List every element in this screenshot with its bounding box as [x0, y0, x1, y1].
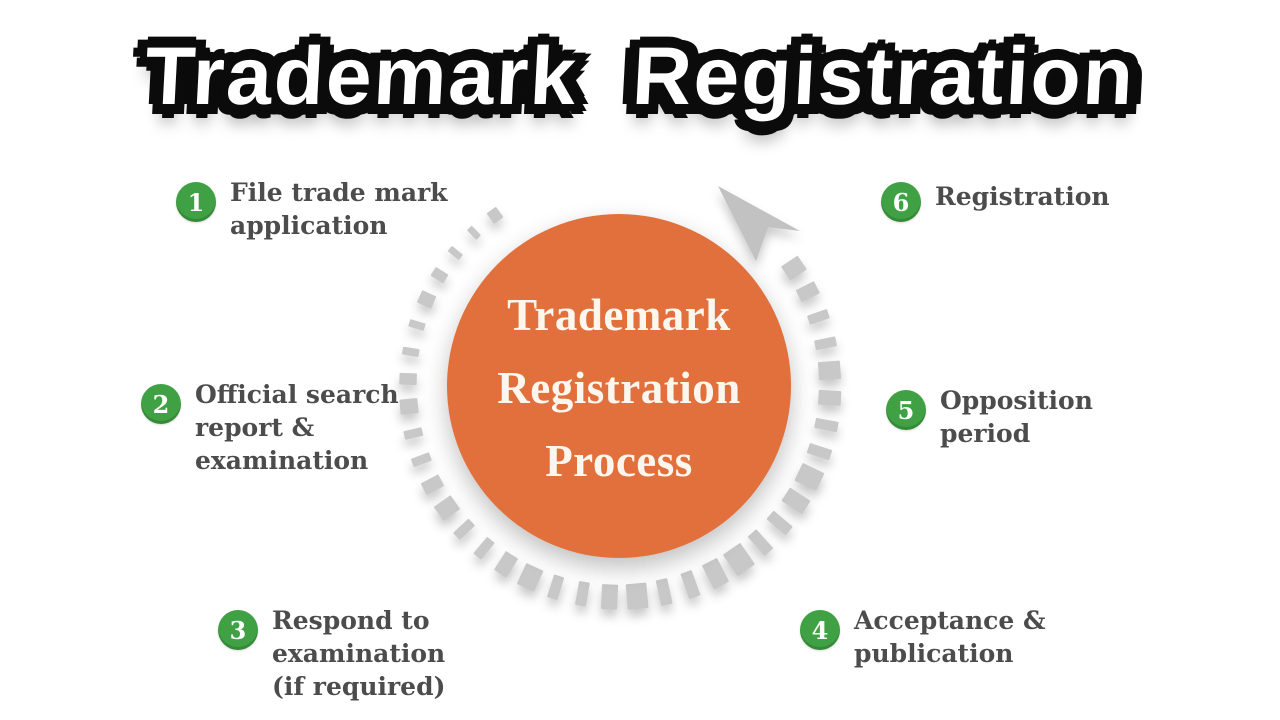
step-label-line: examination: [195, 446, 369, 475]
cycle-arrowhead-icon: [718, 186, 800, 261]
step-label-line: report &: [195, 413, 315, 442]
step-label-line: application: [230, 211, 388, 240]
step-item-6: 6 Registration: [881, 180, 1110, 222]
step-number-badge: 3: [218, 610, 258, 650]
step-number-badge: 2: [141, 384, 181, 424]
step-number-badge: 1: [176, 182, 216, 222]
process-circle-line: Process: [545, 435, 693, 486]
page-title: Trademark Registration: [0, 30, 1280, 124]
step-label-line: Respond to: [272, 606, 430, 635]
step-label-line: publication: [854, 639, 1014, 668]
process-circle: Trademark Registration Process: [447, 214, 791, 558]
step-label-line: (if required): [272, 672, 446, 701]
step-item-3: 3 Respond to examination (if required): [218, 604, 445, 703]
process-circle-line: Trademark: [507, 289, 731, 340]
step-label-line: Registration: [935, 182, 1110, 211]
step-item-1: 1 File trade mark application: [176, 176, 448, 242]
step-number-badge: 4: [800, 610, 840, 650]
step-label-line: Opposition: [940, 386, 1093, 415]
step-item-2: 2 Official search report & examination: [141, 378, 399, 477]
step-item-5: 5 Opposition period: [886, 384, 1093, 450]
step-label-line: Acceptance &: [854, 606, 1046, 635]
step-label-line: period: [940, 419, 1031, 448]
step-label-line: Official search: [195, 380, 399, 409]
dashed-ring-segments: [399, 207, 842, 610]
step-number-badge: 6: [881, 182, 921, 222]
step-number-badge: 5: [886, 390, 926, 430]
step-item-4: 4 Acceptance & publication: [800, 604, 1046, 670]
step-label-line: File trade mark: [230, 178, 448, 207]
step-label-line: examination: [272, 639, 446, 668]
process-circle-line: Registration: [497, 362, 741, 413]
